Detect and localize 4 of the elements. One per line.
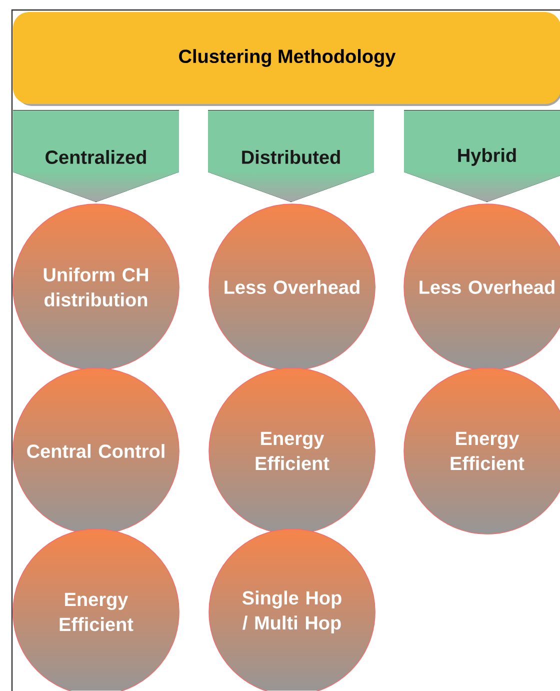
title-banner: Clustering Methodology [13, 12, 560, 106]
chevron-header: Distributed [208, 110, 374, 202]
chevron-header: Centralized [13, 110, 179, 202]
chevron-header: Hybrid [404, 110, 560, 202]
